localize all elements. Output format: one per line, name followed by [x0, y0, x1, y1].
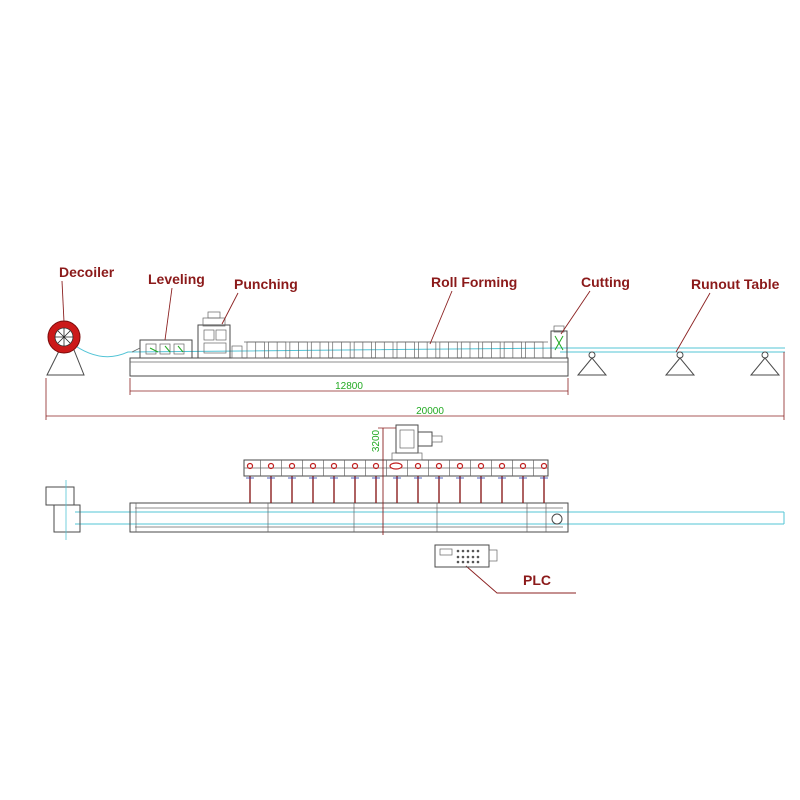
cutting-unit-side [550, 325, 568, 359]
machine-base-side [129, 357, 569, 377]
label-cutting: Cutting [581, 274, 630, 290]
roll-station-gear [456, 462, 464, 470]
label-decoiler: Decoiler [59, 264, 115, 280]
roll-station-gear [330, 462, 338, 470]
decoiler-side [46, 320, 85, 376]
strip-line-side [69, 341, 785, 358]
side-view: 12800 20000 [45, 311, 785, 420]
leader-punching [221, 292, 239, 325]
leader-cutting [560, 290, 591, 335]
label-runout-table: Runout Table [691, 276, 780, 292]
label-roll-forming: Roll Forming [431, 274, 517, 290]
roll-station-gear [309, 462, 317, 470]
dimension-3200-text: 3200 [371, 429, 382, 452]
dimension-machine-length: 12800 [129, 378, 569, 395]
runout-stand-3 [749, 351, 781, 376]
dimension-20000-text: 20000 [416, 406, 444, 417]
leveling-unit-side [131, 339, 193, 359]
roll-station-gear [435, 462, 443, 470]
callouts: Decoiler Leveling Punching Roll Forming … [59, 264, 780, 594]
runout-table-stands [576, 351, 781, 376]
roll-station-gear [372, 462, 380, 470]
runout-stand-1 [576, 351, 608, 376]
roll-station-gear [498, 462, 506, 470]
cutting-plan-wheel [551, 513, 563, 525]
motor-gearbox-plan [389, 424, 443, 470]
roll-station-gear [519, 462, 527, 470]
roll-station-gear [477, 462, 485, 470]
roll-forming-stations-plan [246, 460, 548, 503]
decoiler-plan [45, 480, 81, 540]
label-leveling: Leveling [148, 271, 205, 287]
dimension-12800-text: 12800 [335, 381, 363, 392]
plc-control-box [434, 544, 498, 568]
runout-stand-2 [664, 351, 696, 376]
plc-buttons [456, 549, 480, 564]
roll-station-gear [414, 462, 422, 470]
dimension-total-length: 20000 [45, 352, 785, 420]
leader-roll-forming [429, 290, 453, 345]
decoiler-spokes [55, 328, 73, 346]
plan-view: 3200 [45, 424, 785, 568]
leader-plc [465, 565, 576, 594]
roll-station-gear [288, 462, 296, 470]
roll-station-gear [351, 462, 359, 470]
leader-leveling [164, 287, 173, 341]
roll-station-gear [246, 462, 254, 470]
roll-station-gear [540, 462, 548, 470]
label-plc: PLC [523, 572, 551, 588]
machine-frame-plan [129, 502, 569, 533]
frame-dividers [135, 503, 547, 532]
punching-unit-side [197, 311, 243, 359]
dimension-width: 3200 [371, 427, 396, 535]
roll-station-gear [267, 462, 275, 470]
label-punching: Punching [234, 276, 298, 292]
leader-decoiler [61, 280, 65, 323]
leader-runout-table [675, 292, 711, 353]
